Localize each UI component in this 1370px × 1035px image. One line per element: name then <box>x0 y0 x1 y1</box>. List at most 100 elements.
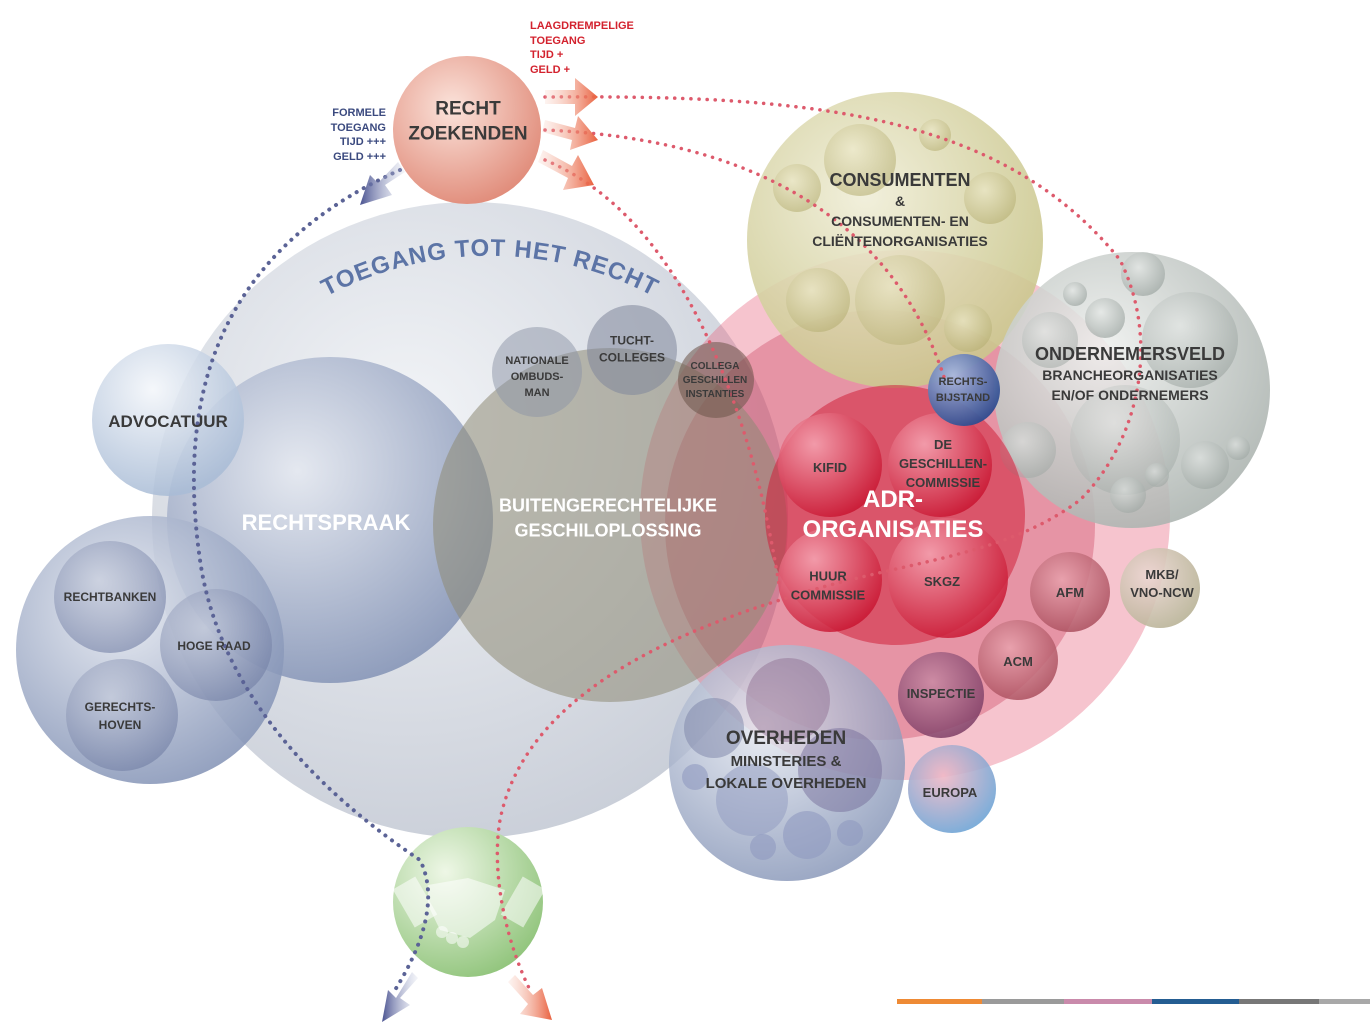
hoge-raad-label: HOGE RAAD <box>177 639 251 653</box>
afm-label-line: AFM <box>1056 585 1084 600</box>
advocatuur-label: ADVOCATUUR <box>108 412 228 431</box>
inspectie-circle <box>898 652 984 738</box>
rechtsbijstand-label: RECHTS- BIJSTAND <box>936 376 990 404</box>
footer-bar-segment <box>1319 999 1370 1004</box>
note-line: FORMELE <box>332 107 386 119</box>
ombudsman-label-line: NATIONALE <box>505 355 568 367</box>
collega-circle <box>678 342 754 418</box>
overheden-label-line: OVERHEDEN <box>726 728 846 749</box>
adr-label-line: ADR- <box>863 486 923 513</box>
europa-circle <box>908 745 996 833</box>
ondernemersveld-label-line: EN/OF ONDERNEMERS <box>1051 387 1208 403</box>
acm-label: ACM <box>1003 654 1033 669</box>
inspectie-label: INSPECTIE <box>907 686 976 701</box>
collega-label-line: GESCHILLEN <box>683 375 747 386</box>
note-line: LAAGDREMPELIGE <box>530 20 634 32</box>
rechtbanken-label: RECHTBANKEN <box>64 590 157 604</box>
rechtzoekenden-label-line: ZOEKENDEN <box>408 124 527 145</box>
footer-bar-segment <box>982 999 1064 1004</box>
consumenten-label-line: CONSUMENTEN- EN <box>831 213 969 229</box>
ombudsman-label-line: OMBUDS- <box>511 371 564 383</box>
informal-arrow-3 <box>538 150 594 190</box>
footer-bar-segment <box>897 999 982 1004</box>
skgz-label: SKGZ <box>924 574 960 589</box>
tuchtcolleges-label-line: COLLEGES <box>599 351 665 365</box>
informal-route-path-3 <box>543 158 782 592</box>
tuchtcolleges-circle <box>587 305 677 395</box>
huurcommissie-circle <box>778 528 882 632</box>
consumenten-cluster <box>747 92 1043 388</box>
rechtsbijstand-circle <box>928 354 1000 426</box>
rechtsbijstand-label-line: BIJSTAND <box>936 392 990 404</box>
agreement-circle <box>392 827 546 977</box>
skgz-circle <box>888 518 1008 638</box>
geschillencommissie-circle <box>888 413 992 517</box>
consumenten-label-line: CONSUMENTEN <box>829 170 970 190</box>
note-line: TIJD + <box>530 49 564 61</box>
rechtbanken-label-line: RECHTBANKEN <box>64 590 157 604</box>
collega-label: COLLEGA GESCHILLEN INSTANTIES <box>683 361 747 400</box>
collega-label-line: INSTANTIES <box>686 389 745 400</box>
note-line: TOEGANG <box>530 34 586 47</box>
kifid-circle <box>778 413 882 517</box>
rechtsbijstand-label-line: RECHTS- <box>939 376 988 388</box>
courts-cluster <box>16 516 284 784</box>
informal-route-note: LAAGDREMPELIGE TOEGANG TIJD + GELD + <box>530 19 670 77</box>
mkb-label-line: MKB/ <box>1145 567 1179 582</box>
overheden-label-line: MINISTERIES & <box>731 753 842 770</box>
note-line: TIJD +++ <box>339 136 386 148</box>
afm-label: AFM <box>1056 585 1084 600</box>
kifid-label-line: KIFID <box>813 460 847 475</box>
overheden-label-line: LOKALE OVERHEDEN <box>706 775 867 792</box>
consumenten-label: CONSUMENTEN & CONSUMENTEN- EN CLIËNTENORGAN… <box>812 170 988 249</box>
acm-label-line: ACM <box>1003 654 1033 669</box>
geschillencommissie-label-line: COMMISSIE <box>906 475 981 490</box>
footer-bar-segment <box>1239 999 1319 1004</box>
informal-arrow-1 <box>545 78 598 116</box>
informal-route-path-1 <box>495 95 1143 992</box>
collega-label-line: COLLEGA <box>691 361 740 372</box>
inspectie-label-line: INSPECTIE <box>907 686 976 701</box>
formal-arrow <box>360 162 405 205</box>
buitengerechtelijk-circle <box>433 348 787 702</box>
consumenten-label-line: CLIËNTENORGANISATIES <box>812 233 988 249</box>
informal-route-path-2 <box>543 128 947 382</box>
geschillencommissie-label-line: DE <box>934 437 952 452</box>
note-line: GELD + <box>530 63 571 76</box>
informal-arrow-2 <box>542 116 598 150</box>
ombudsman-circle <box>492 327 582 417</box>
ombudsman-label: NATIONALE OMBUDS- MAN <box>505 355 568 399</box>
ombudsman-label-line: MAN <box>524 387 549 399</box>
afm-circle <box>1030 552 1110 632</box>
acm-circle <box>978 620 1058 700</box>
overheden-cluster <box>669 645 905 881</box>
tuchtcolleges-label: TUCHT- COLLEGES <box>599 334 665 365</box>
europa-label-line: EUROPA <box>923 785 978 800</box>
gerechtshoven-label: GERECHTS-HOVEN <box>85 700 156 732</box>
overheden-label: OVERHEDEN MINISTERIES & LOKALE OVERHEDEN <box>706 728 867 792</box>
huurcommissie-label-line: HUUR <box>809 569 847 584</box>
hoge-raad-label-line: HOGE RAAD <box>177 639 251 653</box>
tuchtcolleges-label-line: TUCHT- <box>610 334 654 348</box>
mkb-circle <box>1120 548 1200 628</box>
rechtzoekenden-label: RECHT ZOEKENDEN <box>408 99 527 145</box>
consumenten-label-line: & <box>895 193 905 209</box>
kifid-label: KIFID <box>813 460 847 475</box>
agreement-arrow-right <box>508 975 552 1020</box>
rechtzoekenden-label-line: RECHT <box>435 99 501 120</box>
note-line: GELD +++ <box>333 150 386 163</box>
rechtspraak-label-line: RECHTSPRAAK <box>242 510 411 535</box>
geschillencommissie-label-line: GESCHILLEN- <box>899 456 987 471</box>
note-line: TOEGANG <box>330 121 386 134</box>
skgz-label-line: SKGZ <box>924 574 960 589</box>
rechtzoekenden-circle[interactable] <box>393 56 541 204</box>
mkb-label: MKB/VNO-NCW <box>1130 567 1194 600</box>
formal-route-path <box>191 168 431 992</box>
footer-bar-segment <box>1152 999 1239 1004</box>
adr-label: ADR-ORGANISATIES <box>803 486 984 543</box>
